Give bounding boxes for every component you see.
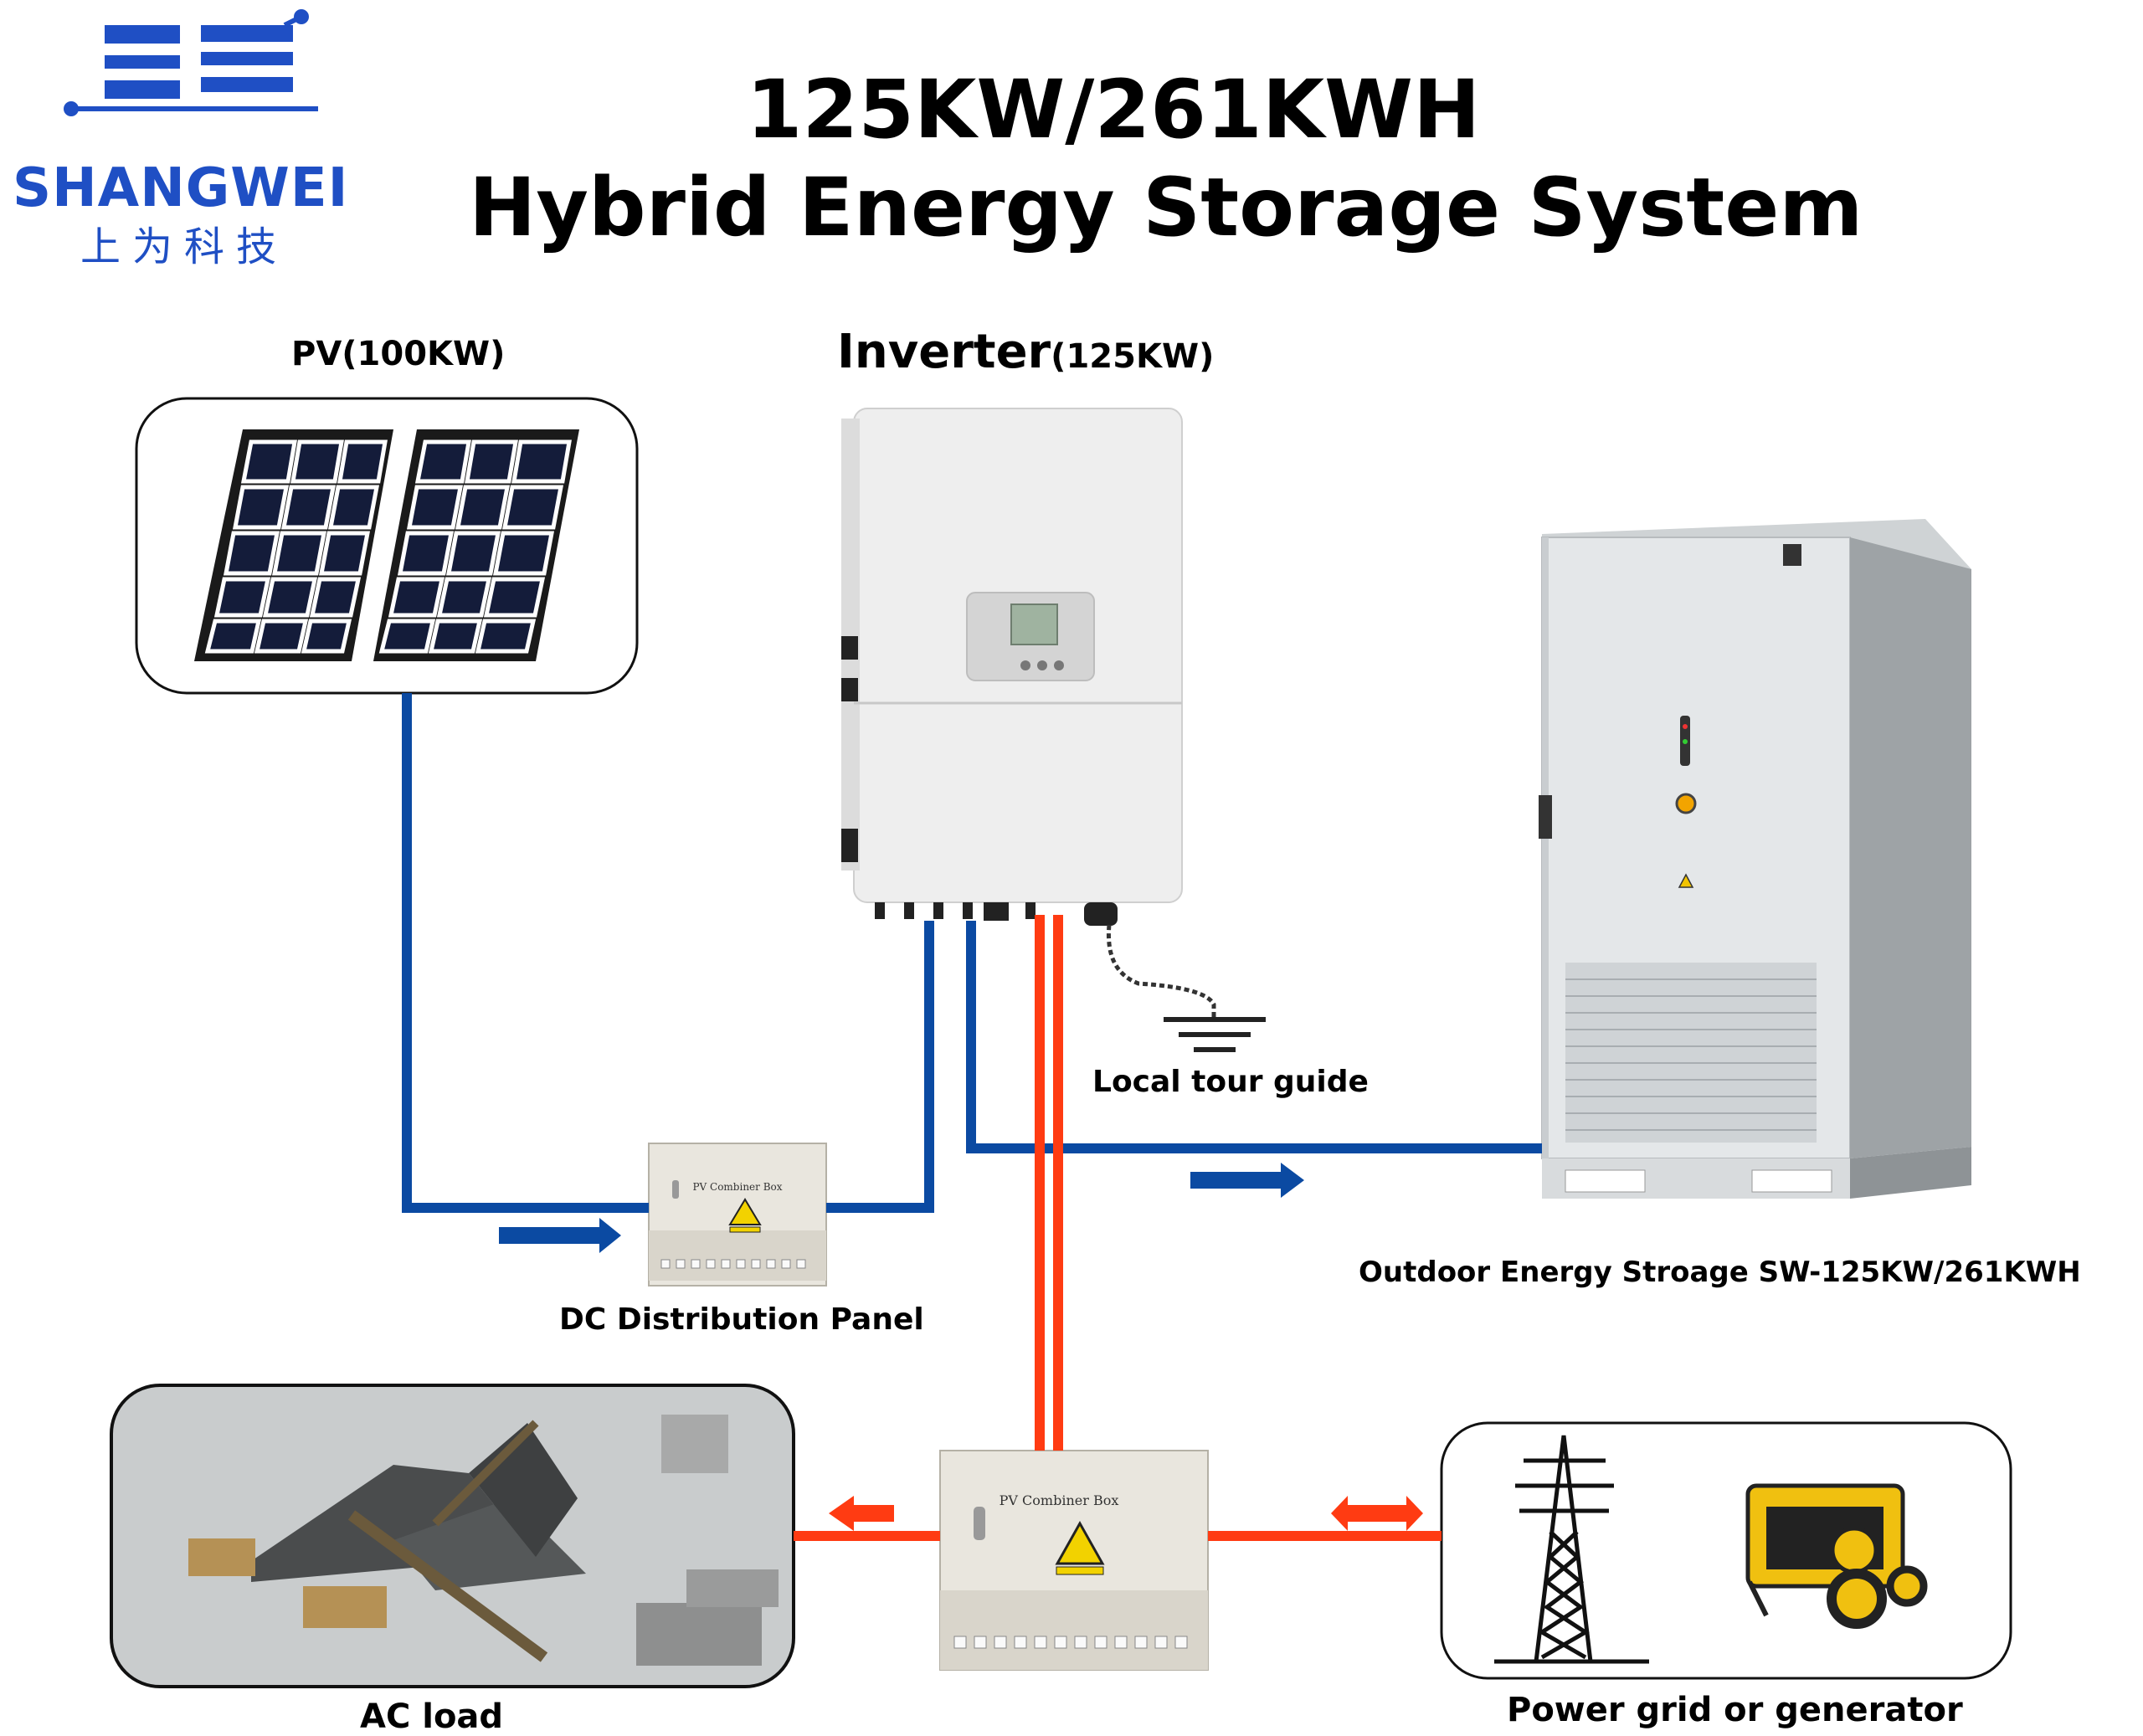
dc-distribution-panel-icon <box>648 1143 827 1287</box>
transmission-tower-icon <box>1494 1435 1649 1664</box>
ground-icon <box>1106 924 1266 1052</box>
ac-combiner-box-icon <box>939 1450 1209 1671</box>
dc-arrows <box>499 1163 1304 1253</box>
ac-arrows <box>829 1496 1423 1531</box>
inverter-label: Inverter(125KW) <box>837 325 1214 379</box>
ground-label: Local tour guide <box>1092 1065 1369 1099</box>
grid-label: Power grid or generator <box>1507 1691 1963 1729</box>
ac-box-text: PV Combiner Box <box>1000 1492 1119 1508</box>
ac-load-image <box>110 1384 795 1688</box>
storage-cabinet-icon <box>1539 519 1971 1199</box>
inverter-label-text: Inverter <box>837 325 1051 379</box>
dc-panel-label: DC Distribution Panel <box>559 1302 924 1337</box>
generator-icon <box>1745 1483 1928 1629</box>
logo-mark <box>64 9 318 116</box>
page-title-line2: Hybrid Energy Storage System <box>469 161 1863 254</box>
storage-label: Outdoor Energy Stroage SW-125KW/261KWH <box>1359 1256 2081 1289</box>
brand-name-cn: 上为科技 <box>80 223 289 270</box>
page-title-line1: 125KW/261KWH <box>746 63 1481 157</box>
solar-panel-icon <box>194 429 579 661</box>
dc-lines <box>402 693 1542 1213</box>
dc-box-text: PV Combiner Box <box>692 1181 782 1193</box>
pv-label: PV(100KW) <box>291 335 506 373</box>
ac-load-label: AC load <box>360 1697 504 1736</box>
inverter-icon <box>841 408 1183 926</box>
brand-name: SHANGWEI <box>13 157 349 219</box>
inverter-rating: (125KW) <box>1051 337 1215 376</box>
ac-lines <box>794 915 1442 1541</box>
